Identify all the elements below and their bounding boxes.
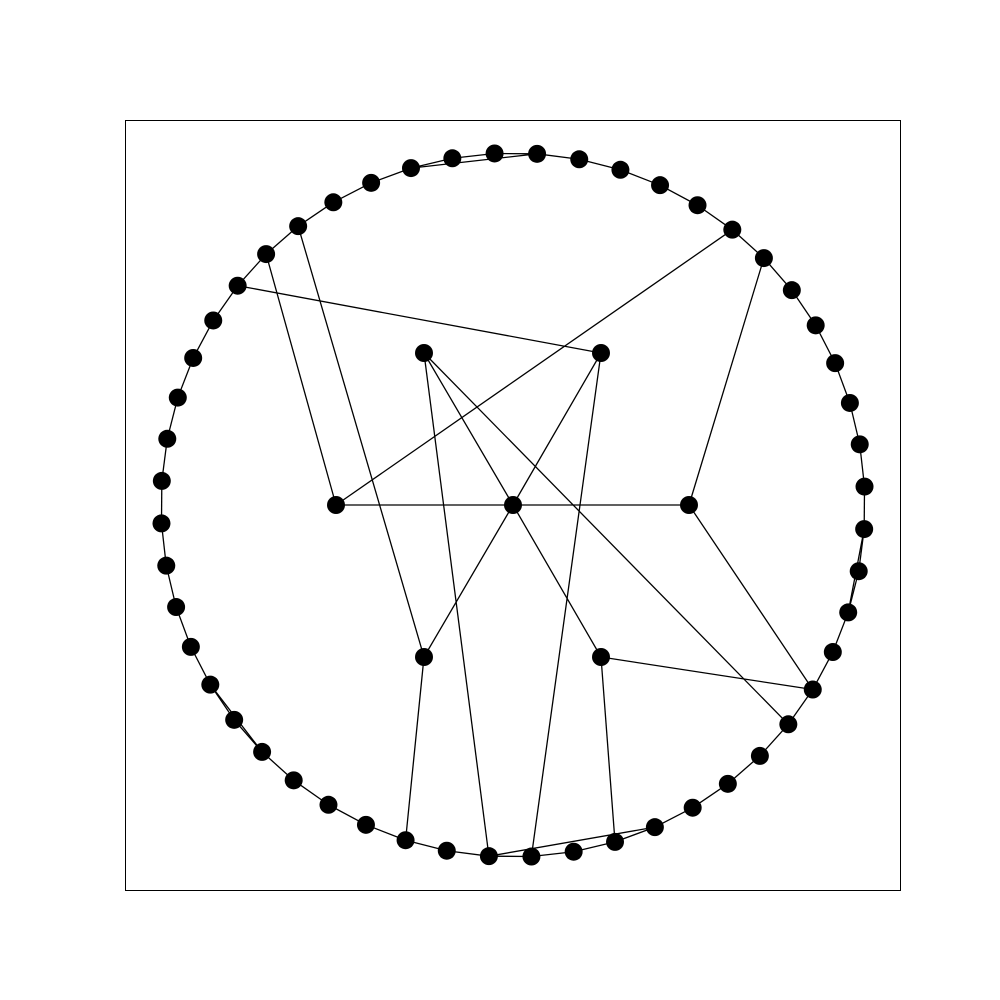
ring-node	[356, 815, 375, 834]
graph-edge	[423, 504, 514, 658]
ring-node	[855, 477, 874, 496]
ring-node	[782, 281, 801, 300]
ring-node	[611, 160, 630, 179]
ring-node	[718, 774, 737, 793]
center-node	[592, 648, 610, 666]
ring-node	[167, 598, 186, 617]
ring-node	[257, 245, 276, 264]
ring-node	[396, 831, 415, 850]
ring-node	[826, 354, 845, 373]
center-node	[592, 344, 610, 362]
ring-node	[754, 249, 773, 268]
center-node	[504, 496, 522, 514]
graph-edge	[530, 352, 602, 857]
graph-edge	[688, 257, 765, 506]
graph-edge	[600, 656, 616, 842]
ring-node	[443, 149, 462, 168]
ring-node	[152, 471, 171, 490]
ring-node	[204, 311, 223, 330]
ring-node	[806, 316, 825, 335]
ring-node	[528, 144, 547, 163]
ring-node	[319, 795, 338, 814]
ring-node	[839, 603, 858, 622]
ring-node	[750, 746, 769, 765]
graph-edge	[600, 656, 813, 691]
graph-edge	[237, 285, 602, 354]
ring-node	[522, 847, 541, 866]
ring-node	[437, 841, 456, 860]
graph-edge	[688, 504, 814, 690]
graph-edge	[297, 225, 425, 658]
ring-node	[823, 643, 842, 662]
graph-edge	[512, 504, 602, 658]
ring-node	[803, 680, 822, 699]
center-node	[415, 648, 433, 666]
graph-edge	[410, 153, 538, 169]
ring-node	[723, 220, 742, 239]
ring-node	[225, 710, 244, 729]
center-node	[415, 344, 433, 362]
ring-node	[324, 193, 343, 212]
center-node	[327, 496, 345, 514]
ring-node	[570, 150, 589, 169]
ring-node	[564, 842, 583, 861]
ring-node	[849, 562, 868, 581]
plot-frame	[125, 120, 901, 891]
graph-edge	[512, 352, 602, 506]
ring-node	[168, 388, 187, 407]
ring-node	[688, 196, 707, 215]
ring-node	[158, 429, 177, 448]
ring-node	[855, 520, 874, 539]
ring-node	[401, 159, 420, 178]
graph-edge	[423, 352, 514, 506]
ring-node	[683, 798, 702, 817]
ring-node	[606, 832, 625, 851]
ring-node	[840, 393, 859, 412]
ring-node	[157, 556, 176, 575]
ring-node	[645, 818, 664, 837]
graph-edge	[423, 352, 789, 725]
ring-node	[362, 173, 381, 192]
center-node	[680, 496, 698, 514]
ring-node	[228, 276, 247, 295]
graph-edge	[335, 229, 733, 506]
ring-node	[152, 514, 171, 533]
ring-node	[253, 742, 272, 761]
graph-edge	[404, 656, 425, 841]
ring-node	[479, 847, 498, 866]
ring-node	[651, 176, 670, 195]
ring-node	[779, 715, 798, 734]
graph-edge	[488, 826, 655, 857]
graph-edge	[423, 352, 490, 857]
ring-node	[184, 348, 203, 367]
ring-node	[485, 144, 504, 163]
ring-node	[850, 435, 869, 454]
ring-node	[284, 771, 303, 790]
graph-edge	[265, 253, 337, 506]
ring-node	[181, 637, 200, 656]
ring-node	[201, 675, 220, 694]
ring-node	[289, 217, 308, 236]
nodes-layer	[152, 144, 874, 866]
